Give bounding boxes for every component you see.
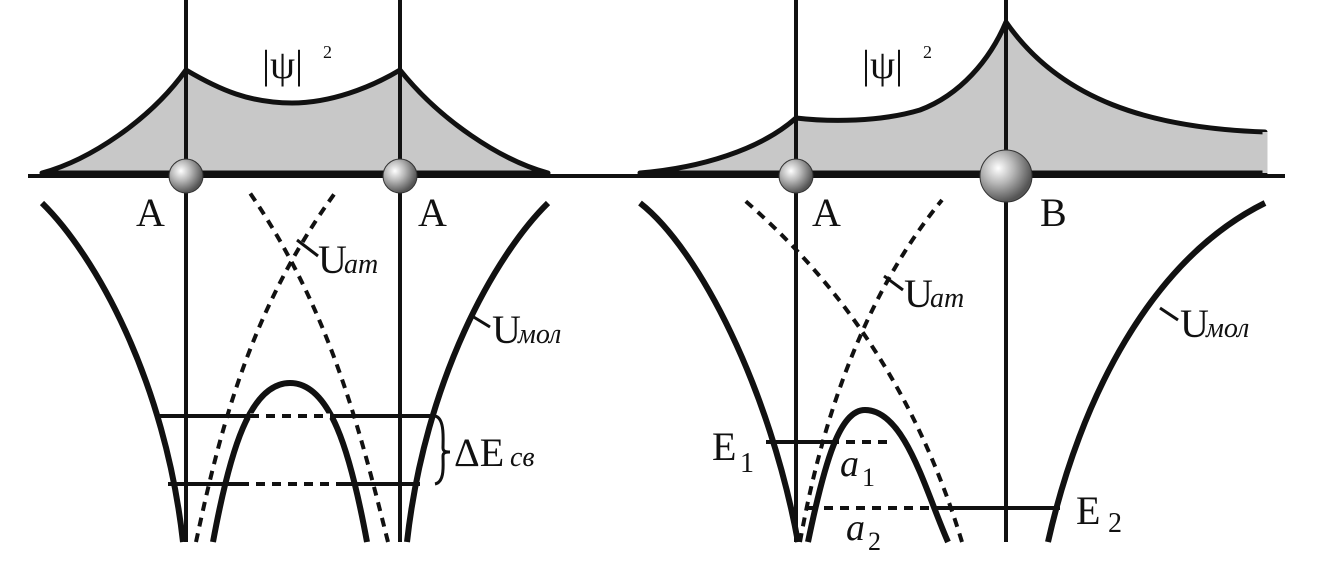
left-atom-a2 bbox=[382, 158, 418, 194]
left-delta-e-sub: св bbox=[510, 442, 535, 473]
right-a1-label: a bbox=[840, 443, 859, 485]
left-delta-e-brace bbox=[434, 414, 451, 486]
right-a2-sub: 2 bbox=[868, 527, 881, 556]
right-u-mol-leader bbox=[1159, 306, 1179, 322]
right-u-at-dashed-2 bbox=[740, 196, 964, 543]
right-atom-b-label: B bbox=[1040, 190, 1067, 235]
right-u-at-dashed-1 bbox=[798, 198, 944, 543]
right-psi-squared-area bbox=[637, 19, 1268, 176]
right-u-at-label: U bbox=[904, 271, 933, 316]
left-u-at-dashed-1 bbox=[194, 191, 337, 543]
right-e1-label: E bbox=[712, 424, 736, 469]
right-psi-exponent: 2 bbox=[923, 42, 932, 62]
right-e1-sub: 1 bbox=[740, 448, 754, 479]
left-u-at-sub: ат bbox=[344, 249, 378, 280]
left-u-at-label: U bbox=[318, 237, 347, 282]
left-delta-e-label: ΔE bbox=[454, 430, 504, 475]
left-atom-a1 bbox=[168, 158, 204, 194]
right-u-mol-outer-right bbox=[1045, 200, 1267, 543]
left-u-mol-outer-right bbox=[404, 200, 551, 543]
left-u-mol-leader bbox=[471, 314, 491, 329]
left-atom-a2-label: A bbox=[418, 190, 447, 235]
left-atom-a1-label: A bbox=[136, 190, 165, 235]
right-atom-a bbox=[778, 158, 814, 194]
left-u-mol-label: U bbox=[492, 307, 521, 352]
right-panel: |ψ| 2 A B U ат U мол E 1 E 2 a 1 a 2 bbox=[637, 0, 1268, 556]
left-u-at-dashed-2 bbox=[248, 191, 390, 543]
left-psi-exponent: 2 bbox=[323, 42, 332, 62]
right-a2-label: a bbox=[846, 507, 865, 549]
right-u-mol-outer-left bbox=[638, 200, 801, 543]
left-u-mol-sub: мол bbox=[517, 319, 561, 350]
left-psi-squared-area bbox=[39, 67, 551, 176]
right-atom-b bbox=[979, 149, 1033, 203]
right-e2-sub: 2 bbox=[1108, 508, 1122, 539]
left-psi-label: |ψ| bbox=[262, 42, 303, 87]
left-u-mol-central-barrier bbox=[210, 379, 370, 543]
left-u-mol-outer-left bbox=[39, 200, 186, 543]
left-panel: |ψ| 2 A A U ат U мол ΔE св bbox=[39, 0, 561, 543]
right-u-mol-central-barrier bbox=[805, 406, 951, 544]
right-u-at-leader bbox=[883, 274, 904, 292]
right-psi-label: |ψ| bbox=[862, 42, 903, 87]
right-u-at-sub: ат bbox=[930, 283, 964, 314]
right-a1-sub: 1 bbox=[862, 463, 875, 492]
right-e2-label: E bbox=[1076, 488, 1100, 533]
right-u-mol-label: U bbox=[1180, 301, 1209, 346]
right-atom-a-label: A bbox=[812, 190, 841, 235]
right-u-mol-sub: мол bbox=[1205, 313, 1249, 344]
left-u-at-leader bbox=[296, 238, 319, 258]
